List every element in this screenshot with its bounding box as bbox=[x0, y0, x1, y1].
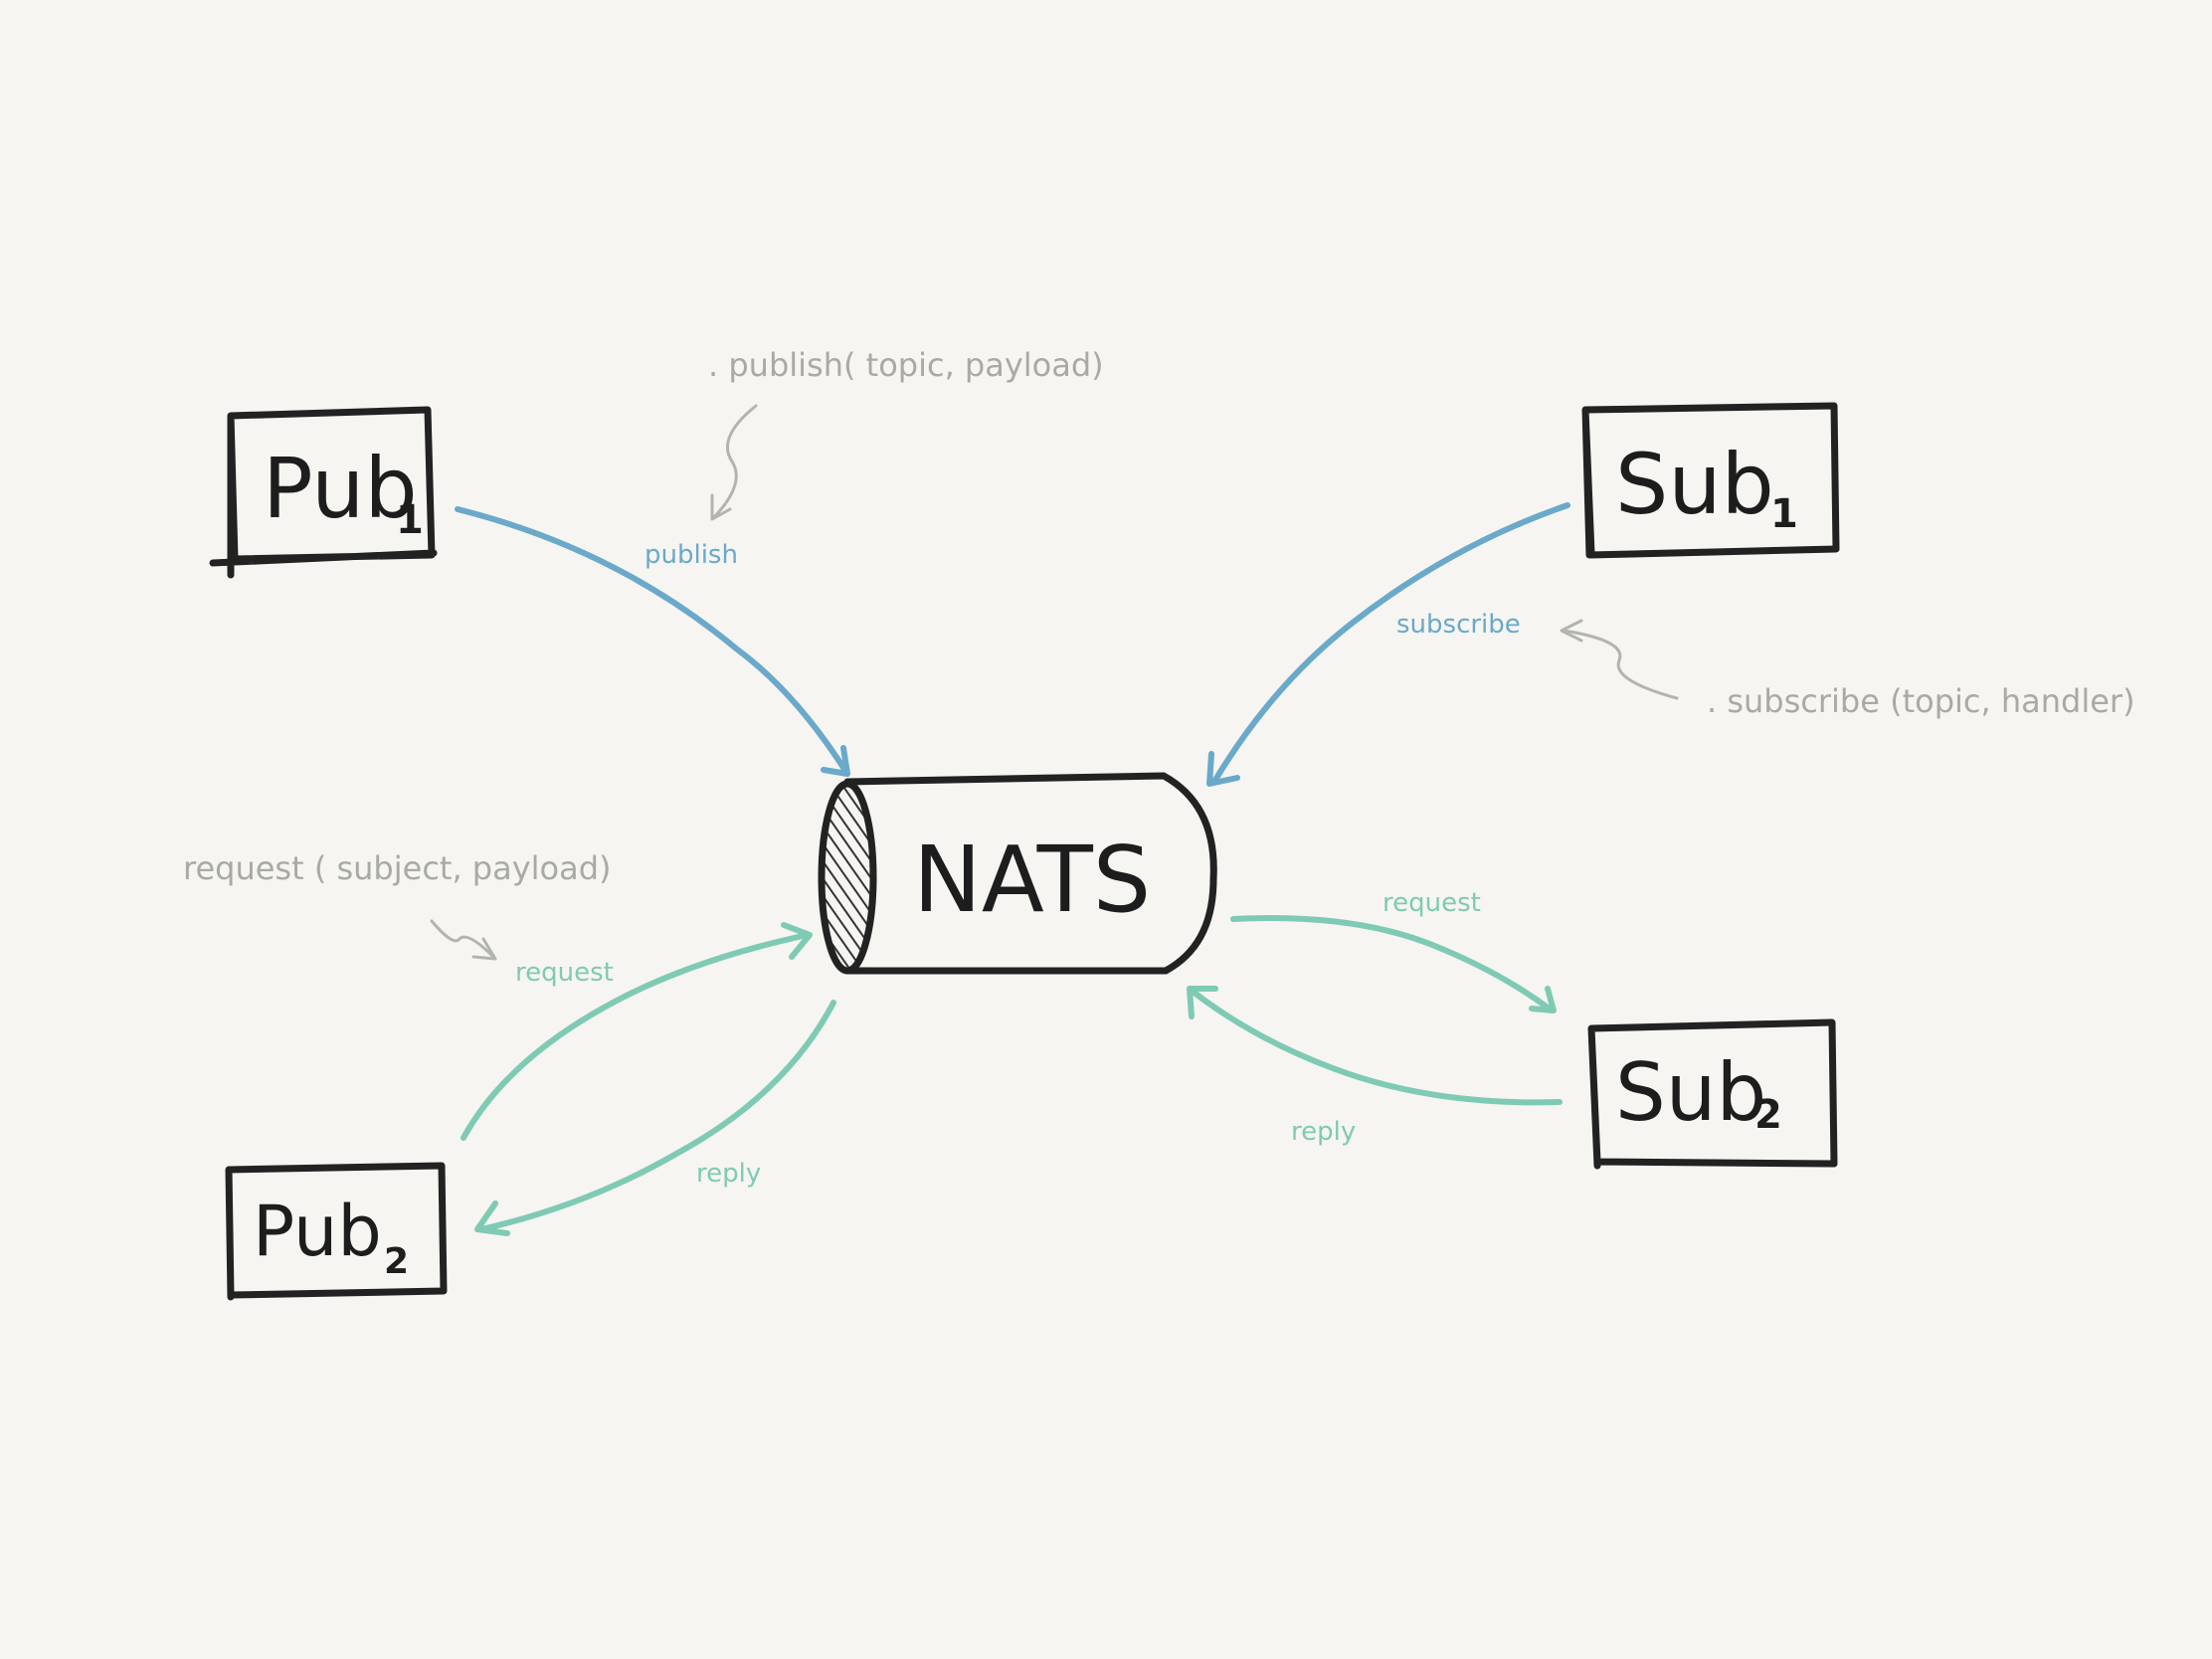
sub2-index: 2 bbox=[1754, 1092, 1782, 1138]
pub2-box bbox=[225, 1162, 448, 1301]
pub2-label: Pub bbox=[253, 1191, 382, 1272]
nats-cylinder-body bbox=[843, 772, 1217, 975]
subscribe-arrow bbox=[1212, 502, 1570, 783]
reply-out-arrow bbox=[478, 1000, 836, 1232]
request-in-label: request bbox=[515, 958, 614, 988]
sub2-node: Sub 2 bbox=[1587, 1018, 1838, 1170]
request-note-arrow bbox=[430, 919, 495, 959]
pub1-label: Pub bbox=[263, 440, 418, 537]
arrowhead-icon bbox=[1529, 986, 1557, 1014]
arrowhead-icon bbox=[474, 1200, 510, 1236]
publish-call-text: . publish( topic, payload) bbox=[708, 346, 1104, 384]
nats-broker: NATS bbox=[818, 772, 1217, 975]
subscribe-edge: subscribe bbox=[1206, 502, 1570, 787]
request-out-label: request bbox=[1382, 888, 1481, 918]
publish-arrow bbox=[455, 506, 850, 777]
arrowhead-icon bbox=[471, 937, 497, 961]
sub1-index: 1 bbox=[1770, 491, 1798, 537]
arrowhead-icon bbox=[1187, 986, 1218, 1019]
nats-cylinder-end bbox=[818, 780, 877, 975]
request-out-edge: request bbox=[1230, 888, 1557, 1014]
reply-in-edge: reply bbox=[1187, 986, 1563, 1147]
sub1-node: Sub 1 bbox=[1581, 402, 1840, 559]
pub2-node: Pub 2 bbox=[225, 1162, 448, 1301]
arrowhead-icon bbox=[1560, 619, 1583, 643]
sub2-label: Sub bbox=[1615, 1046, 1766, 1139]
pub2-index: 2 bbox=[384, 1241, 409, 1282]
publish-note-arrow bbox=[712, 404, 758, 519]
request-out-arrow bbox=[1230, 915, 1555, 1014]
subscribe-label: subscribe bbox=[1396, 610, 1521, 640]
subscribe-call-text: . subscribe (topic, handler) bbox=[1707, 682, 2135, 720]
arrowhead-icon bbox=[1206, 751, 1240, 787]
request-note: request ( subject, payload) bbox=[183, 849, 612, 961]
publish-label: publish bbox=[645, 540, 738, 570]
reply-out-edge: reply bbox=[474, 1000, 836, 1236]
publish-note: . publish( topic, payload) bbox=[708, 346, 1104, 521]
nats-label: NATS bbox=[913, 827, 1151, 933]
arrowhead-icon bbox=[821, 745, 850, 777]
reply-in-arrow bbox=[1189, 988, 1563, 1106]
pub1-index: 1 bbox=[396, 497, 424, 543]
arrowhead-icon bbox=[710, 493, 732, 521]
pub1-node: Pub 1 bbox=[209, 406, 438, 579]
sub2-box bbox=[1587, 1018, 1838, 1170]
subscribe-note: . subscribe (topic, handler) bbox=[1560, 619, 2135, 720]
reply-in-label: reply bbox=[1291, 1117, 1356, 1147]
reply-out-label: reply bbox=[696, 1159, 761, 1189]
arrowhead-icon bbox=[781, 922, 813, 960]
subscribe-note-arrow bbox=[1562, 629, 1679, 700]
sub1-label: Sub bbox=[1615, 436, 1774, 533]
request-in-edge: request bbox=[461, 922, 813, 1141]
pub1-box bbox=[209, 406, 438, 579]
publish-edge: publish bbox=[455, 506, 850, 777]
request-call-text: request ( subject, payload) bbox=[183, 849, 612, 887]
request-in-arrow bbox=[461, 932, 811, 1141]
sub1-box bbox=[1581, 402, 1840, 559]
